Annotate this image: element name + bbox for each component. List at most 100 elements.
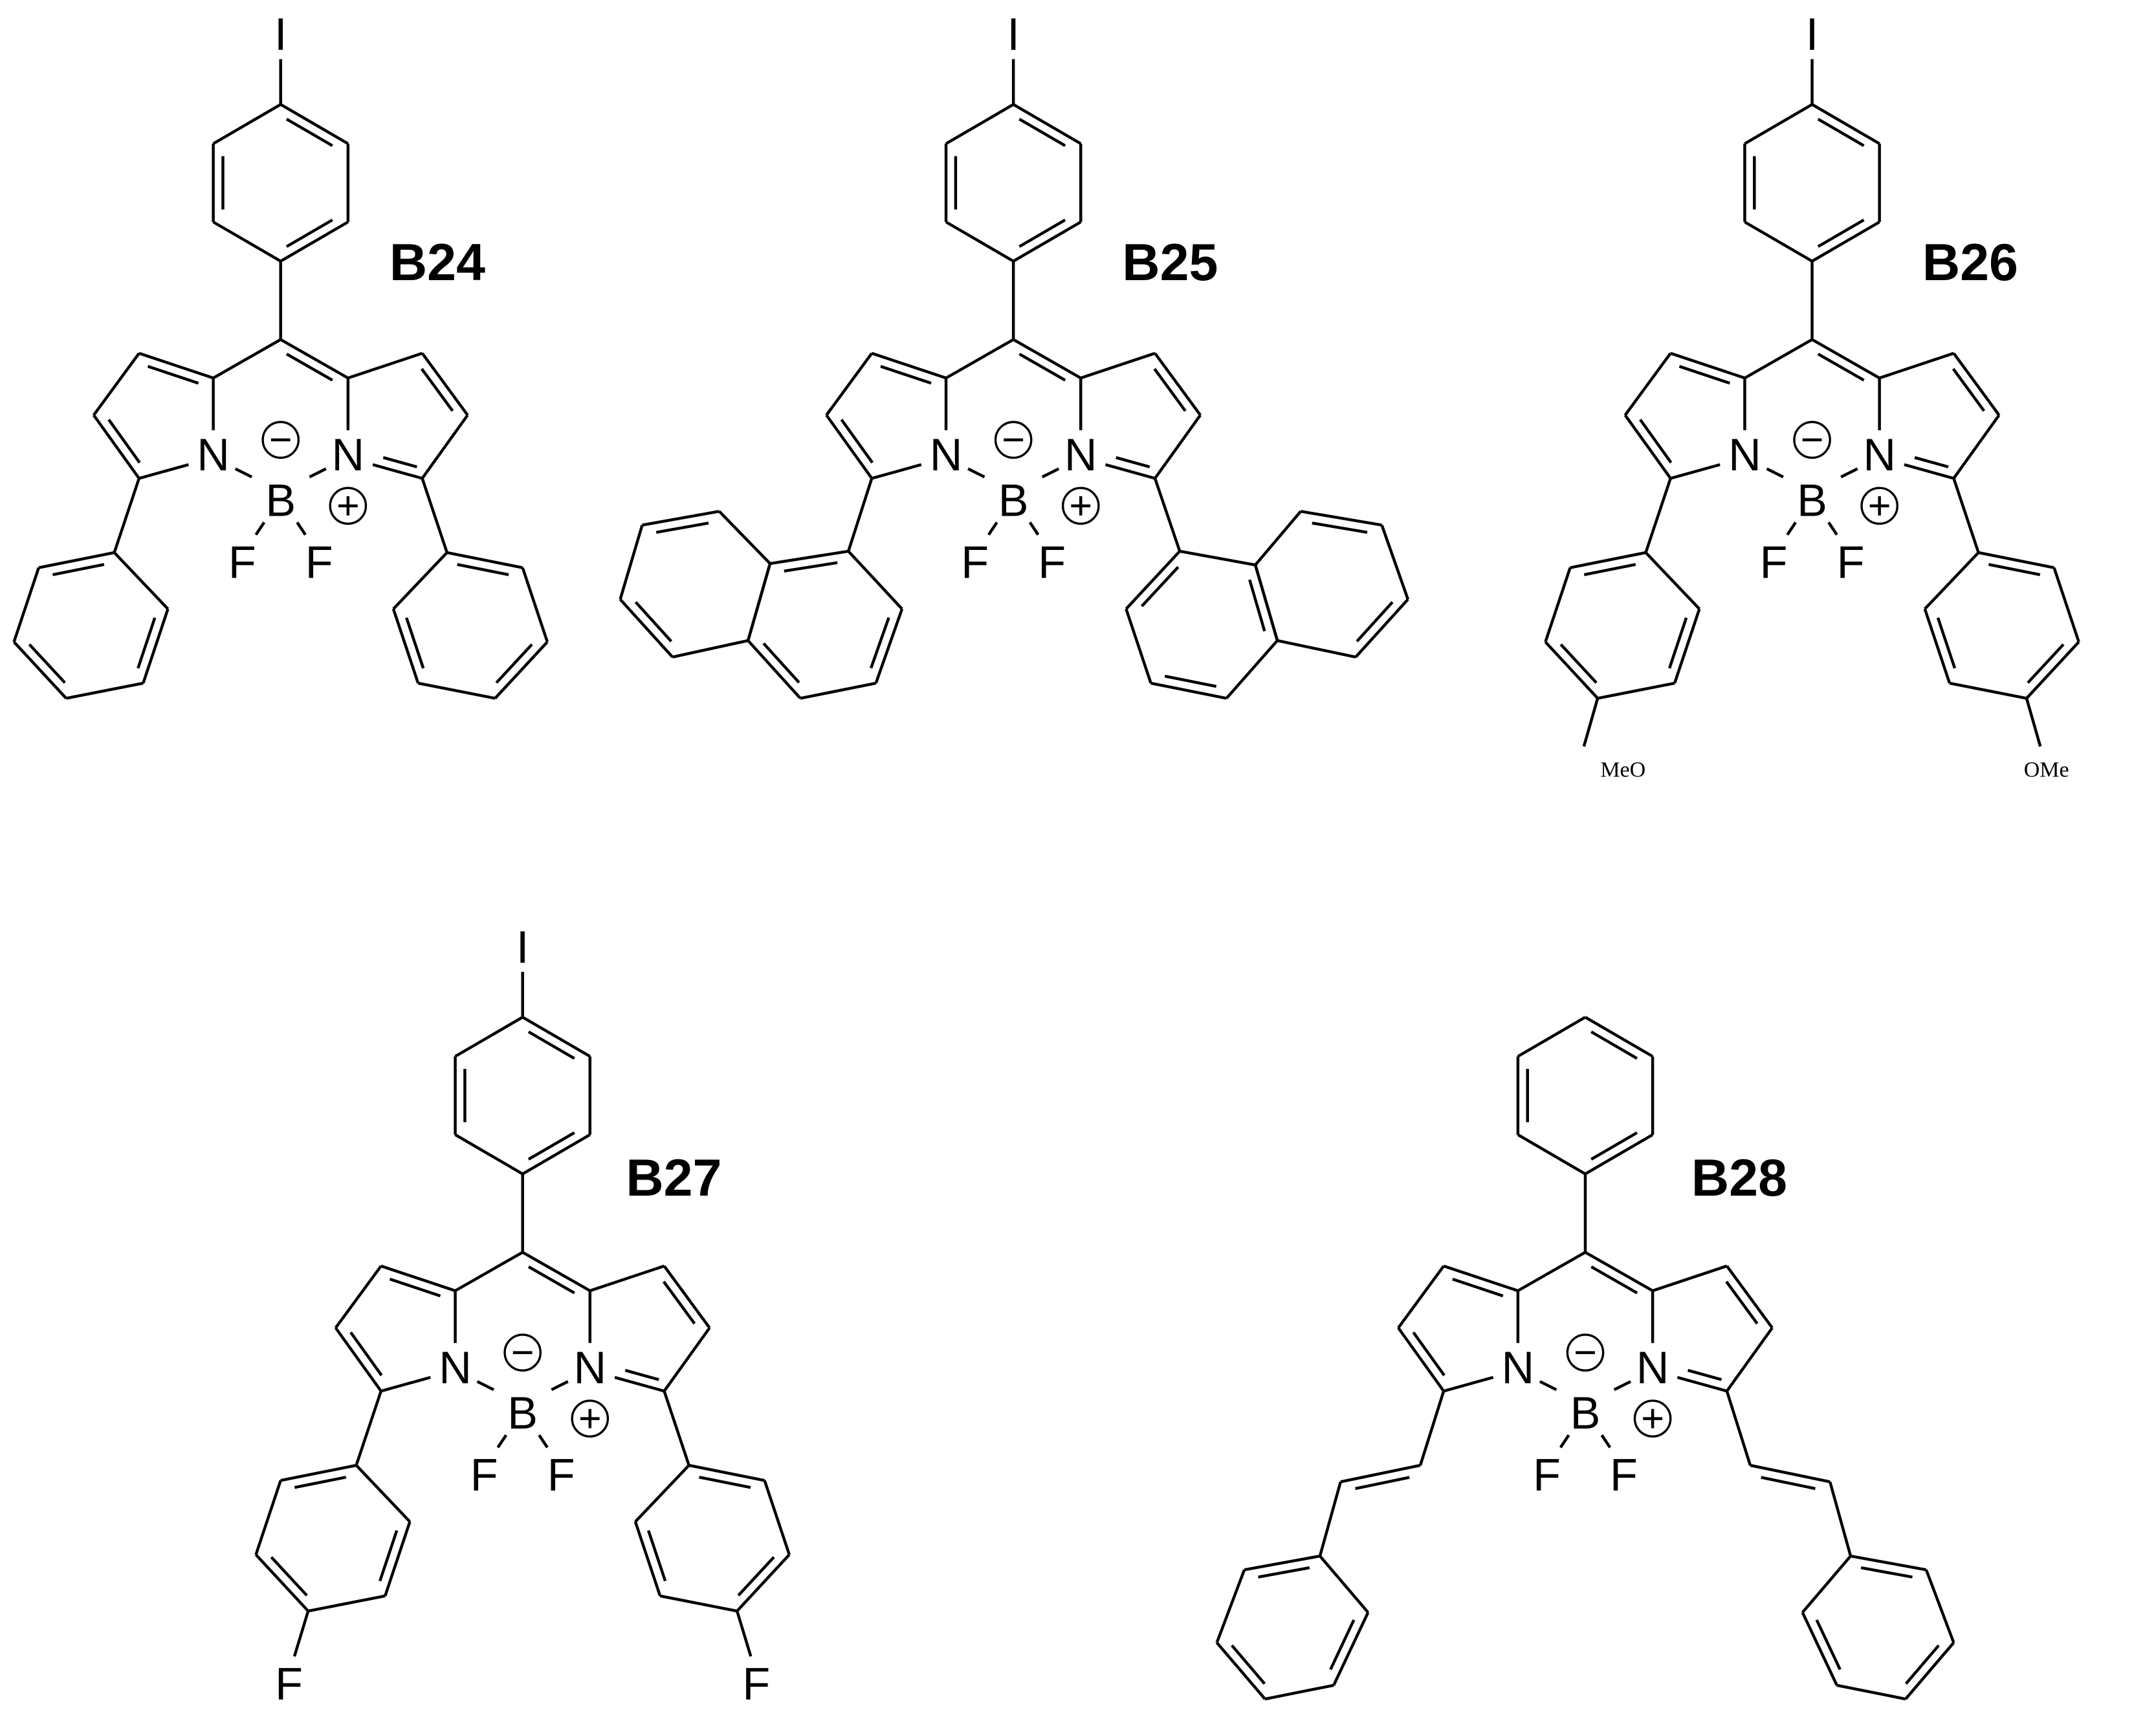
bond — [2025, 697, 2042, 747]
fluorine-atom: F — [547, 1450, 575, 1500]
bond — [1332, 1612, 1370, 1686]
bond — [619, 598, 674, 659]
bond — [1744, 103, 1813, 145]
bond — [113, 477, 141, 553]
methoxy-substituent: MeO — [1600, 758, 1645, 782]
bond — [1836, 1683, 1906, 1701]
bond — [384, 1521, 412, 1597]
bond — [280, 338, 349, 380]
bond — [1154, 414, 1202, 479]
boron-atom: B — [1797, 475, 1827, 525]
bond — [1418, 1390, 1446, 1466]
iodine-atom: I — [274, 9, 287, 60]
bond — [1013, 338, 1082, 380]
bond — [1225, 639, 1279, 699]
aryl-ring-right — [633, 1463, 791, 1613]
bond — [334, 1327, 382, 1392]
boron-atom: B — [998, 475, 1029, 525]
double-bond-line — [1116, 456, 1150, 468]
double-bond-line — [1590, 1030, 1638, 1060]
bond — [280, 221, 349, 263]
nitrogen-atom: N — [439, 1343, 472, 1393]
bond — [92, 414, 140, 479]
bond — [522, 1016, 591, 1058]
bond — [1677, 1376, 1728, 1393]
bond — [1801, 1612, 1838, 1686]
bond — [212, 103, 281, 145]
double-bond-line — [349, 1332, 383, 1377]
double-bond-line — [1914, 456, 1949, 468]
bond — [12, 641, 67, 699]
bond — [1277, 639, 1356, 659]
bond — [254, 1553, 309, 1612]
iodine-atom: I — [1806, 9, 1818, 60]
bond — [212, 338, 281, 380]
naphthyl-ring-right — [1253, 510, 1410, 659]
fluorine-atom: F — [1533, 1450, 1561, 1500]
double-bond-line — [420, 367, 454, 412]
negative-charge-icon — [1793, 421, 1831, 459]
bond — [1150, 681, 1227, 700]
iodine-atom: I — [1007, 9, 1019, 60]
bond — [421, 352, 469, 416]
bond — [1726, 1265, 1774, 1329]
bond — [347, 351, 423, 380]
bond — [355, 1390, 382, 1466]
bond — [1013, 103, 1082, 145]
double-bond-line — [379, 1529, 399, 1582]
aryl-ring-left — [254, 1463, 412, 1613]
double-bond-line — [1248, 579, 1266, 632]
double-bond-line — [1952, 367, 1986, 412]
nitrogen-atom: N — [332, 430, 365, 480]
double-bond-line — [1018, 118, 1066, 148]
double-bond-line — [1860, 1566, 1913, 1579]
bond — [1744, 221, 1813, 263]
bond — [1264, 1683, 1334, 1701]
bond — [454, 1251, 523, 1292]
bond — [735, 1610, 753, 1657]
double-bond-line — [1678, 365, 1731, 385]
bond — [307, 1594, 386, 1613]
b-f-bond — [296, 521, 307, 536]
double-bond-line — [1018, 219, 1066, 248]
bond — [763, 1480, 791, 1555]
bond — [1179, 549, 1256, 567]
bond — [874, 608, 904, 684]
bond — [1829, 1481, 1853, 1557]
fluorine-atom: F — [305, 537, 333, 587]
bond — [391, 608, 420, 684]
double-bond-line — [405, 617, 425, 669]
bond — [280, 1463, 357, 1482]
bond — [1584, 1251, 1654, 1292]
nitrogen-atom: N — [1064, 430, 1097, 480]
double-bond-line — [1355, 1476, 1410, 1490]
bond — [138, 463, 189, 480]
meso-aryl-ring — [1743, 103, 1881, 263]
b-f-bond — [254, 521, 266, 536]
double-bond-line — [1815, 1619, 1842, 1671]
nitrogen-atom: N — [1636, 1343, 1669, 1393]
bond — [1811, 103, 1880, 145]
aryl-ring-right — [1923, 551, 2080, 700]
n-b-bond — [551, 1380, 569, 1391]
bond — [1584, 1016, 1654, 1058]
bond — [1923, 608, 1952, 684]
bond — [747, 639, 802, 699]
b-f-bond — [496, 1434, 508, 1449]
double-bond-line — [1018, 353, 1066, 382]
double-bond-line — [1590, 1131, 1638, 1161]
bond — [614, 1376, 665, 1393]
aryl-ring-left — [1544, 551, 1701, 700]
compound-label: B26 — [1922, 234, 2018, 292]
meso-aryl-ring — [212, 103, 350, 263]
nitrogen-atom: N — [1502, 1343, 1535, 1393]
bond — [1354, 598, 1409, 659]
bond — [522, 1251, 591, 1292]
boron-atom: B — [1570, 1388, 1601, 1438]
double-bond-line — [1231, 1644, 1266, 1685]
bond — [1544, 641, 1599, 699]
double-bond-line — [1988, 563, 2041, 576]
bond — [1253, 564, 1279, 641]
b-f-bond — [1786, 521, 1797, 536]
